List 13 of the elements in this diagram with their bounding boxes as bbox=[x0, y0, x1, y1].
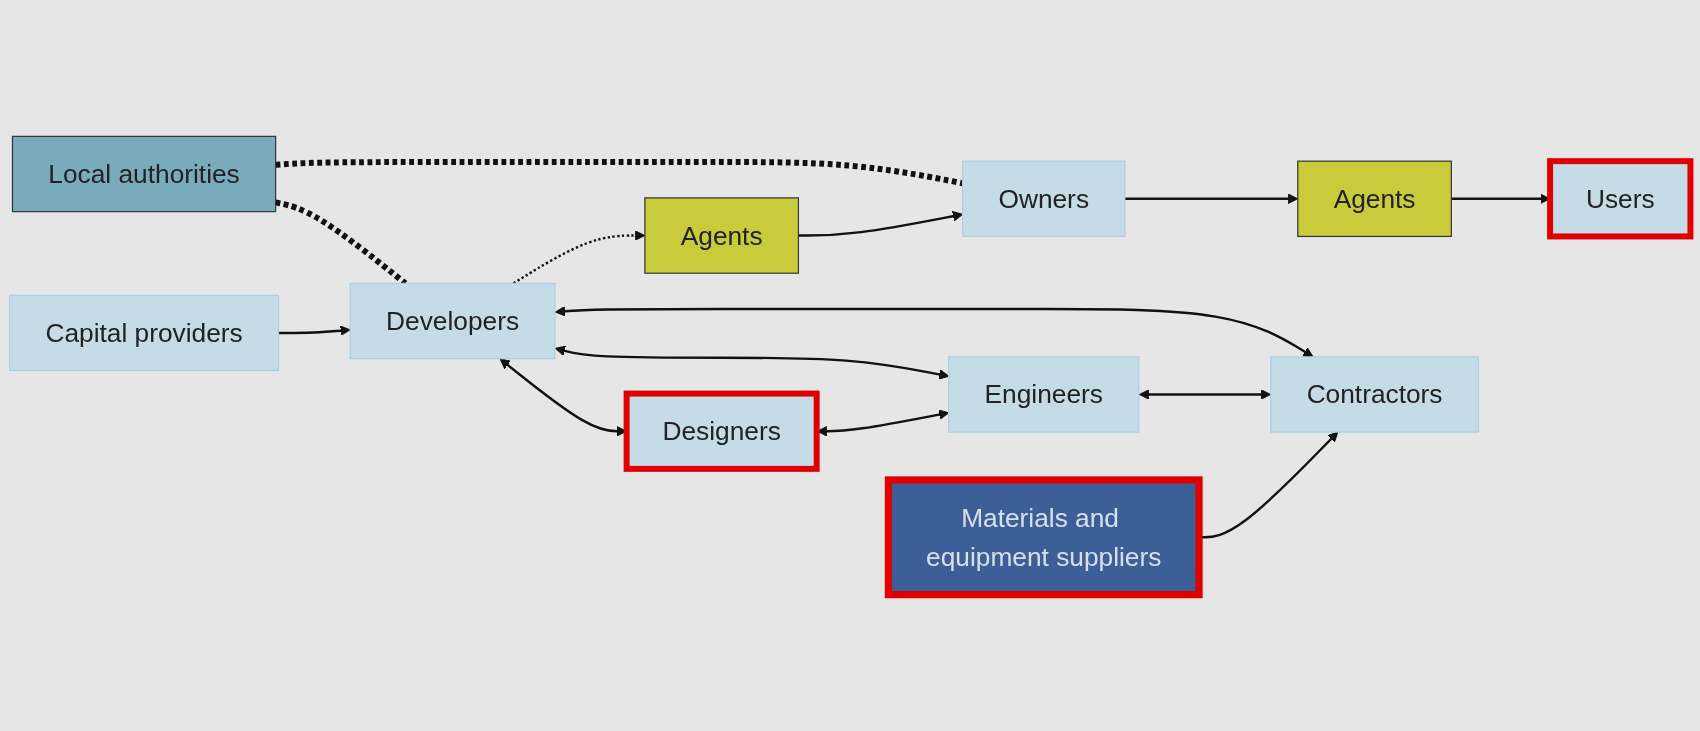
arrow bbox=[278, 325, 351, 336]
node-box: Agents bbox=[1297, 160, 1452, 238]
node-box: Local authorities bbox=[11, 135, 277, 213]
arrow bbox=[554, 306, 1314, 358]
node-box: Owners bbox=[962, 160, 1126, 238]
node-box: Materials and equipment suppliers bbox=[884, 476, 1203, 599]
node-box: Capital providers bbox=[8, 294, 280, 372]
node-box: Engineers bbox=[948, 356, 1140, 433]
node-box: Developers bbox=[349, 282, 556, 360]
node-box: Designers bbox=[623, 390, 820, 472]
node-box: Users bbox=[1547, 158, 1694, 240]
node-box: Contractors bbox=[1270, 356, 1479, 433]
node-box: Agents bbox=[644, 197, 800, 274]
